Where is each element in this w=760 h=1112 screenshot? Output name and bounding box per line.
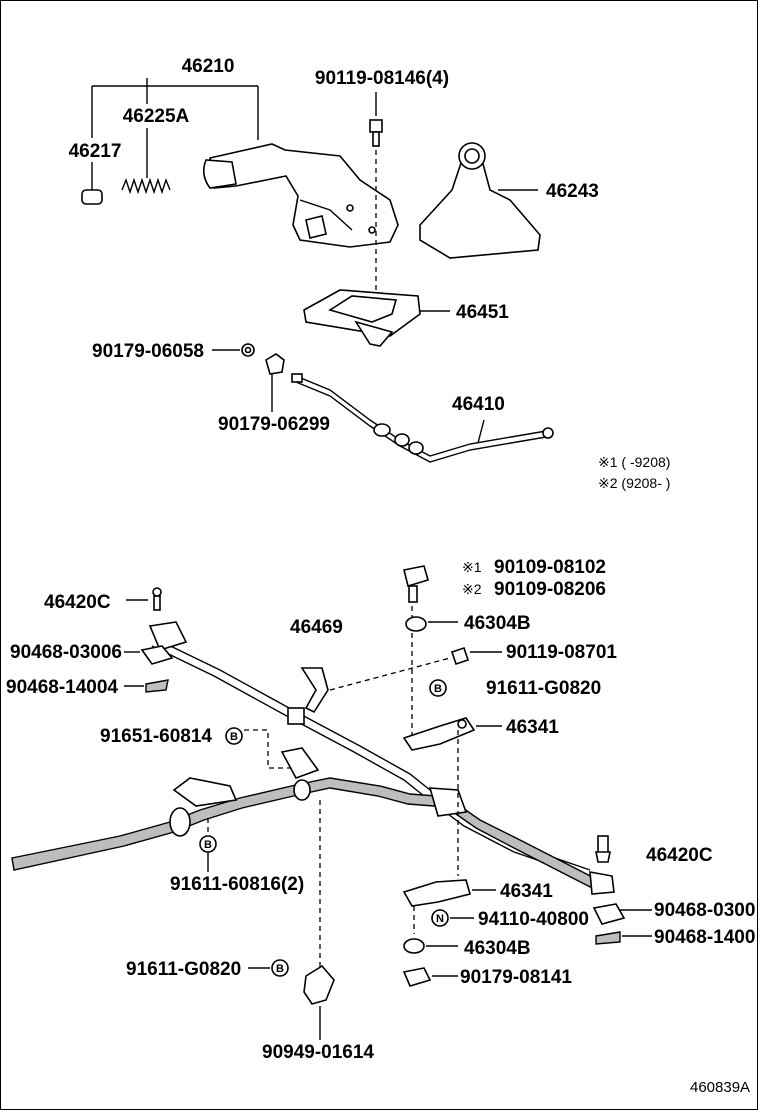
label-90949-01614: 90949-01614 <box>262 1042 374 1063</box>
label-90179-06058: 90179-06058 <box>92 341 204 362</box>
parking-brake-lever <box>202 143 399 248</box>
label-91651-60814: 91651-60814 <box>100 726 212 747</box>
label-90468-03006: 90468-03006 <box>10 642 122 663</box>
nut-08141-part <box>402 967 458 987</box>
equalizer-top-part <box>402 717 502 876</box>
lever-bolt-part <box>369 92 383 298</box>
label-46341-bottom: 46341 <box>500 881 553 902</box>
label-90179-06299: 90179-06299 <box>218 414 330 435</box>
cable-clips-right <box>592 903 652 945</box>
label-46469: 46469 <box>290 617 343 638</box>
label-90109-08102: 90109-08102 <box>494 557 606 578</box>
svg-text:N: N <box>436 913 444 925</box>
cable-clips-left <box>124 645 174 693</box>
nut-06058-part <box>212 343 255 357</box>
cable-clamp-part <box>303 964 335 1040</box>
lever-group-bracket <box>91 78 259 190</box>
label-46304b-top: 46304B <box>464 613 531 634</box>
label-46304b-bottom: 46304B <box>464 938 531 959</box>
bushing-bottom-part <box>403 938 458 954</box>
label-90119-08146: 90119-08146(4) <box>315 68 449 89</box>
mark-2: ※2 <box>462 581 482 597</box>
label-46243: 46243 <box>546 181 599 202</box>
cable-bracket-46469 <box>287 657 451 725</box>
label-46341-top: 46341 <box>506 717 559 738</box>
bolt-symbol-60814: B <box>225 727 290 769</box>
label-46451: 46451 <box>456 302 509 323</box>
label-46225a: 46225A <box>123 106 190 127</box>
label-91611-g0820-top: 91611-G0820 <box>486 678 601 699</box>
bolt-symbol-60816: B <box>199 818 217 872</box>
diagram-reference-code: 460839A <box>690 1079 750 1096</box>
label-46210: 46210 <box>182 56 235 77</box>
svg-text:B: B <box>434 683 442 695</box>
label-90119-08701: 90119-08701 <box>506 642 617 663</box>
note-1: ※1 ( -9208) <box>598 454 670 470</box>
rear-bolt-right-part <box>595 835 611 863</box>
spring-part <box>121 177 171 195</box>
release-button-part <box>81 189 103 205</box>
mark-1: ※1 <box>462 559 482 575</box>
label-91611-60816: 91611-60816(2) <box>170 874 304 895</box>
front-cable-part <box>291 373 554 463</box>
svg-text:B: B <box>230 731 238 743</box>
label-90468-0300: 90468-0300 <box>654 900 755 921</box>
label-46420c-top: 46420C <box>44 592 111 613</box>
retainer-plate-part <box>303 289 450 347</box>
label-46420c-right: 46420C <box>646 845 713 866</box>
label-90468-14004: 90468-14004 <box>6 677 118 698</box>
note-2: ※2 (9208- ) <box>598 475 670 491</box>
label-91611-g0820-bottom: 91611-G0820 <box>126 959 241 980</box>
label-94110-40800: 94110-40800 <box>478 909 589 930</box>
label-90109-08206: 90109-08206 <box>494 579 606 600</box>
svg-text:B: B <box>204 839 212 851</box>
label-90179-08141: 90179-08141 <box>460 967 572 988</box>
nut-symbol-94110: N <box>431 909 474 927</box>
small-bolt-part <box>450 646 502 666</box>
label-46410: 46410 <box>452 394 505 415</box>
stud-bolt-part <box>403 565 429 740</box>
svg-text:B: B <box>276 963 284 975</box>
bushing-top-part <box>405 616 458 632</box>
equalizer-bottom-part <box>402 879 496 934</box>
nut-06299-part <box>265 353 285 412</box>
label-90468-1400: 90468-1400 <box>654 927 755 948</box>
label-46217: 46217 <box>69 141 122 162</box>
bolt-symbol-top: B <box>429 679 447 697</box>
lever-boot-part <box>419 142 541 259</box>
bolt-symbol-bottom: B <box>248 959 289 977</box>
rear-cable-main-part <box>11 747 615 895</box>
